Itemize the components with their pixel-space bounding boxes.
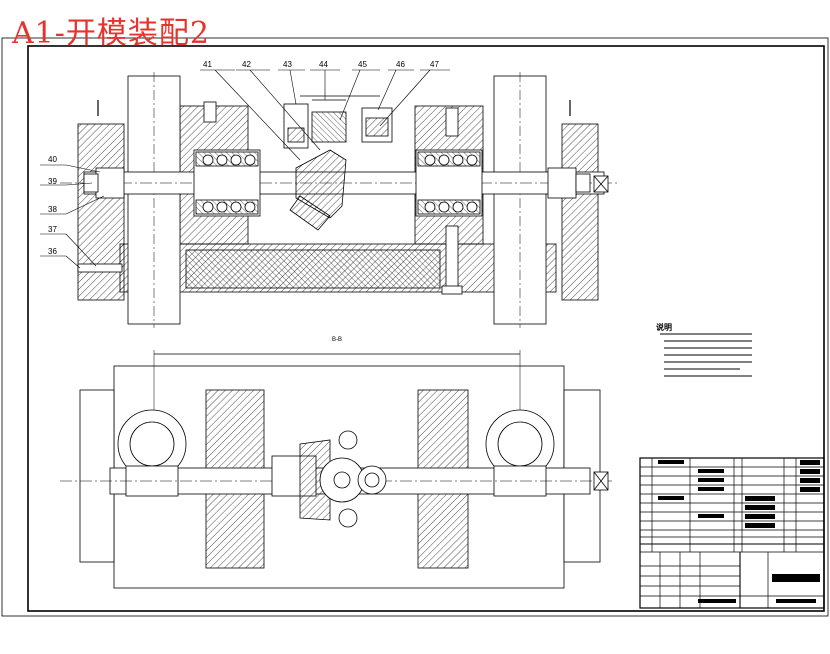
technical-notes-lines (660, 333, 752, 377)
callout-43: 43 (283, 60, 292, 69)
front-section-view (60, 72, 620, 328)
callout-46: 46 (396, 60, 405, 69)
callout-45: 45 (358, 60, 367, 69)
callout-37: 37 (48, 225, 57, 234)
notes-heading: 说明 (656, 323, 672, 332)
section-label: B-B (332, 337, 343, 343)
callout-36: 36 (48, 247, 57, 256)
callout-40: 40 (48, 155, 57, 164)
callout-42: 42 (242, 60, 251, 69)
callout-38: 38 (48, 205, 57, 214)
title-block (639, 457, 825, 609)
callout-39: 39 (48, 177, 57, 186)
callout-leaders (40, 69, 450, 269)
drawing-title: A1-开模装配2 (12, 16, 210, 51)
drawing-frame (1, 37, 829, 617)
callout-44: 44 (319, 60, 328, 69)
plan-view (60, 350, 612, 589)
callout-41: 41 (203, 60, 212, 69)
callout-47: 47 (430, 60, 439, 69)
title-block-text-marks (658, 460, 820, 603)
